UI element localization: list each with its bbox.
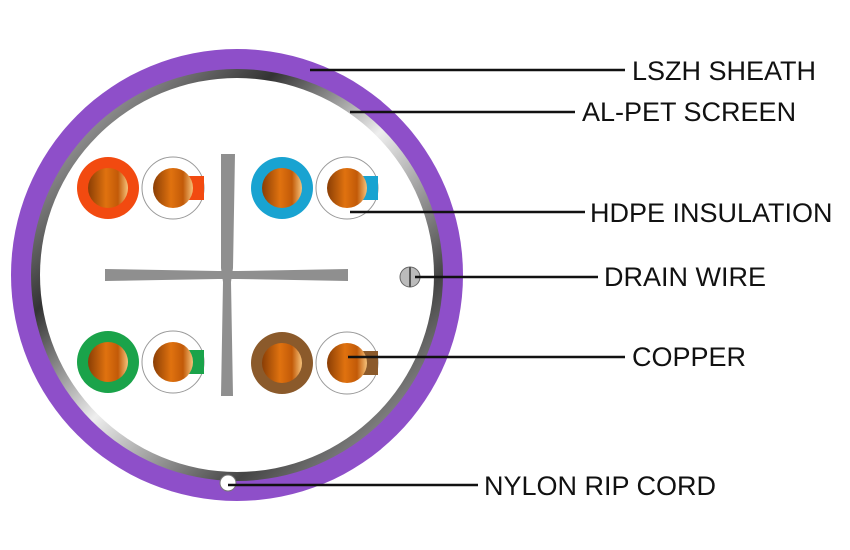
conductor-stripe-brown xyxy=(315,331,379,395)
pair-orange xyxy=(77,156,205,220)
pair-blue xyxy=(251,156,379,220)
pair-green xyxy=(77,330,205,394)
leader-lines xyxy=(228,68,625,487)
label-insulation: HDPE INSULATION xyxy=(590,198,833,228)
conductor-stripe-orange xyxy=(141,156,205,220)
label-sheath: LSZH SHEATH xyxy=(632,56,816,86)
pair-brown xyxy=(251,331,379,395)
conductor-stripe-green xyxy=(141,330,205,394)
conductor-solid-orange xyxy=(77,157,139,219)
conductor-solid-brown xyxy=(251,332,313,394)
cross-separator xyxy=(105,154,348,396)
nylon-rip-cord xyxy=(219,474,237,492)
label-drain: DRAIN WIRE xyxy=(604,262,766,292)
conductor-solid-blue xyxy=(251,157,313,219)
conductor-stripe-blue xyxy=(315,156,379,220)
conductor-solid-green xyxy=(77,331,139,393)
label-ripcord: NYLON RIP CORD xyxy=(484,471,716,501)
label-screen: AL-PET SCREEN xyxy=(582,97,796,127)
label-copper: COPPER xyxy=(632,342,746,372)
